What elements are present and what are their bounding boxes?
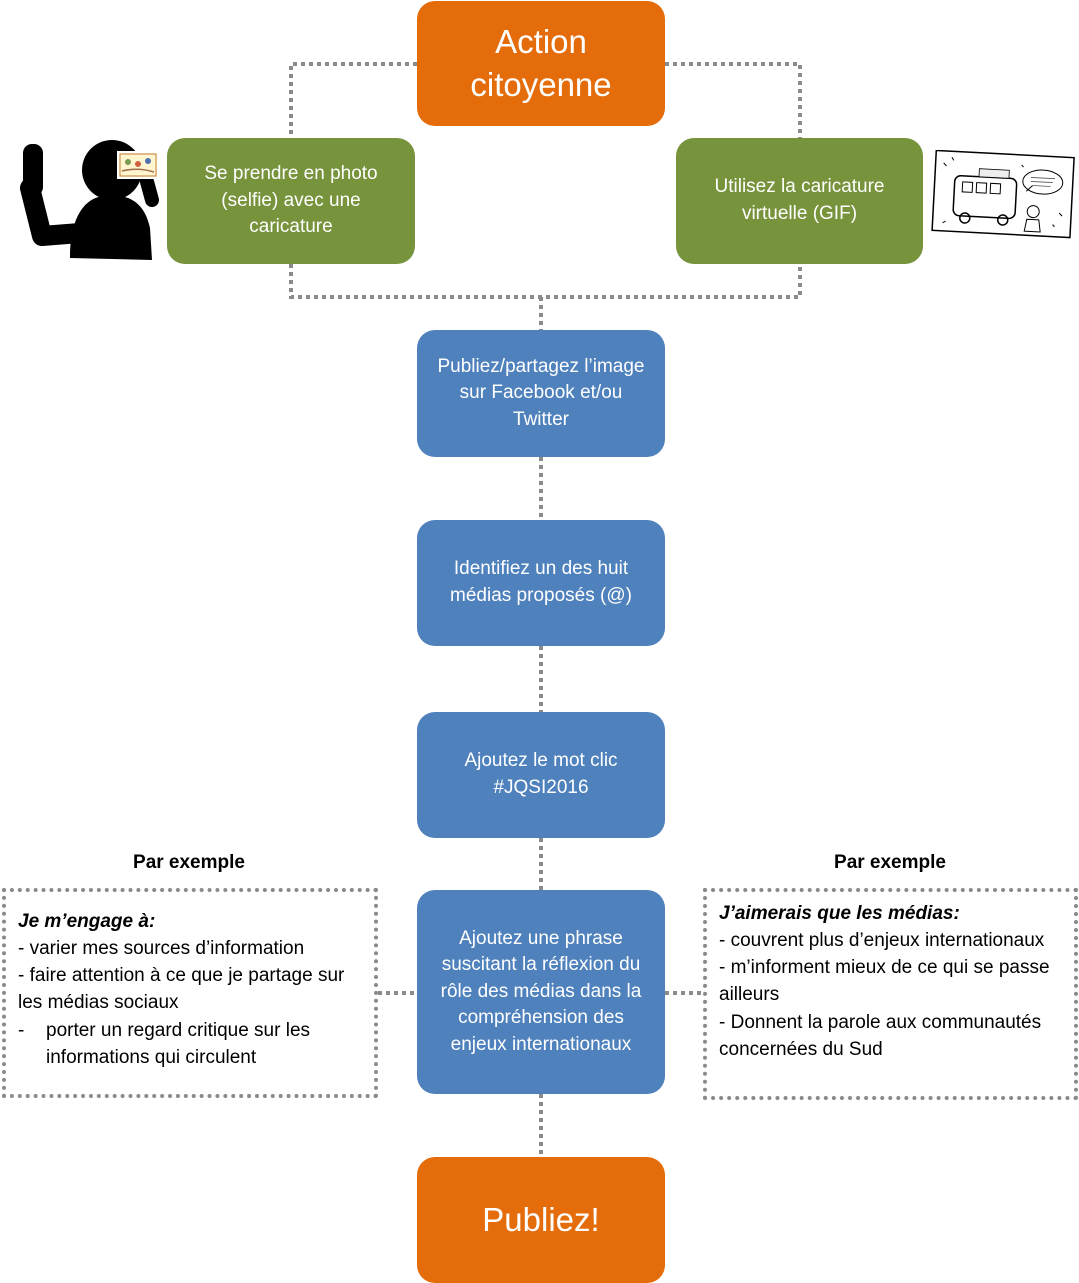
- selfie-option-box: Se prendre en photo (selfie) avec une ca…: [167, 138, 415, 264]
- step-identify-media-box: Identifiez un des huit médias proposés (…: [417, 520, 665, 646]
- publiez-box: Publiez!: [417, 1157, 665, 1283]
- step-reflection-phrase-box: Ajoutez une phrase suscitant la réflexio…: [417, 890, 665, 1094]
- publiez-label: Publiez!: [482, 1200, 600, 1238]
- gif-option-label: Utilisez la caricature virtuelle (GIF): [714, 176, 885, 224]
- right-example-line: - Donnent la parole aux communautés conc…: [719, 1011, 1042, 1060]
- left-example-indented-item: -porter un regard critique sur les infor…: [18, 1017, 364, 1071]
- connector-bottom-bracket: [289, 264, 802, 299]
- left-example-line: - varier mes sources d’information: [18, 938, 305, 960]
- caricature-drawing-icon: [931, 150, 1075, 239]
- gif-option-box: Utilisez la caricature virtuelle (GIF): [676, 138, 923, 264]
- left-example-title: Par exemple: [133, 852, 245, 873]
- right-example-heading: J’aimerais que les médias:: [719, 903, 960, 924]
- left-example-dash: -: [18, 1019, 25, 1041]
- left-example-note: Je m’engage à: - varier mes sources d’in…: [2, 888, 378, 1098]
- right-example-line: - m’informent mieux de ce qui se passe a…: [719, 957, 1050, 1006]
- connector-top-left: [289, 62, 417, 138]
- selfie-option-label: Se prendre en photo (selfie) avec une ca…: [204, 163, 378, 238]
- action-citoyenne-box: Action citoyenne: [417, 1, 665, 126]
- step-share-label: Publiez/partagez l’image sur Facebook et…: [437, 355, 645, 430]
- step-identify-media-label: Identifiez un des huit médias proposés (…: [450, 558, 632, 606]
- right-example-note: J’aimerais que les médias: - couvrent pl…: [703, 888, 1078, 1100]
- step-share-box: Publiez/partagez l’image sur Facebook et…: [417, 330, 665, 457]
- right-example-title: Par exemple: [834, 852, 946, 873]
- connector-top-right: [665, 62, 802, 138]
- step-reflection-phrase-label: Ajoutez une phrase suscitant la réflexio…: [440, 927, 642, 1055]
- left-example-heading: Je m’engage à:: [18, 911, 156, 932]
- selfie-person-icon: [20, 140, 159, 260]
- left-example-line: - faire attention à ce que je partage su…: [18, 965, 345, 1014]
- left-example-indented-text: porter un regard critique sur les inform…: [46, 1019, 311, 1068]
- right-example-line: - couvrent plus d’enjeux internationaux: [719, 930, 1045, 952]
- step-hashtag-label: Ajoutez le mot clic #JQSI2016: [464, 750, 618, 798]
- step-hashtag-box: Ajoutez le mot clic #JQSI2016: [417, 712, 665, 838]
- action-citoyenne-label: Action citoyenne: [470, 22, 612, 103]
